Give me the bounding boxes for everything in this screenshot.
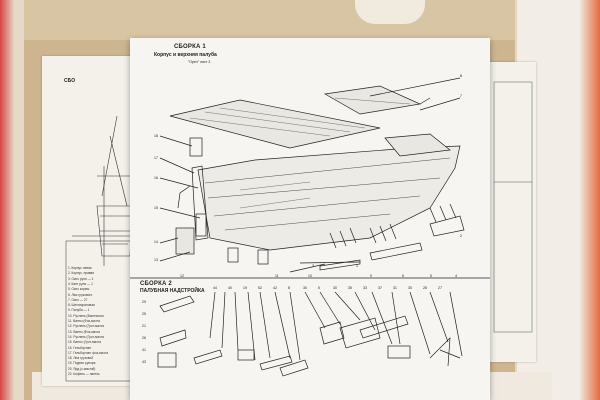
part-number-label: 26 [142, 336, 146, 340]
assembly-2-title: СБОРКА 2 [140, 281, 172, 287]
legend-line: 8. Шестикрановая [68, 303, 95, 308]
part-number-label: 4 [455, 274, 457, 278]
legend-line: 13. Ванты (Фок-мачта [68, 329, 101, 334]
assembly-1-title: СБОРКА 1 [174, 44, 206, 50]
part-number-label: 42 [273, 286, 277, 290]
part-number-label: 10 [308, 274, 312, 278]
legend-line: 5. Окно кормы [68, 287, 90, 292]
part-number-label: 21 [142, 324, 146, 328]
left-sheet-title: СБО [64, 78, 76, 84]
part-number-label: 43 [142, 360, 146, 364]
part-number-label: 35 [348, 286, 352, 290]
legend-line: 2. Корпус, правая [68, 271, 95, 276]
part-number-label: 2 [460, 234, 462, 238]
legend-line: 4. Кант руля — 1 [68, 281, 93, 286]
part-number-label: 30 [408, 286, 412, 290]
part-number-label: 9 [370, 274, 372, 278]
part-number-label: 29 [142, 300, 146, 304]
part-number-label: 25 [142, 312, 146, 316]
part-number-label: 40 [228, 286, 232, 290]
part-number-label: 30 [303, 286, 307, 290]
legend-line: 14. Руслень (Грот-мачта [68, 334, 104, 339]
part-number-label: 18 [154, 134, 158, 138]
legend-line: 18. Люк грузовой [68, 356, 93, 361]
legend-line: 17. Гельбортинг фок-мачта [68, 350, 108, 355]
legend-line: 10. Руслень (Висельная [68, 313, 104, 318]
part-number-label: 5 [430, 274, 432, 278]
part-number-label: 37 [378, 286, 382, 290]
part-number-label: 15 [154, 206, 158, 210]
box-right-edge [580, 0, 600, 400]
legend-line: 12. Руслень (Грот-мачта [68, 324, 104, 329]
part-number-label: 17 [154, 156, 158, 160]
legend-line: 6. Люк грузового [68, 292, 93, 297]
right-sheet-drawing [493, 81, 533, 333]
legend-line: 1. Корпус левая [68, 266, 92, 270]
plastic-bag [355, 0, 425, 24]
part-number-label: 13 [154, 258, 158, 262]
sheet-caption: "Орел" лист 3 [188, 60, 211, 64]
legend-line: 11. Ванты (Фок-мачта [68, 319, 100, 323]
part-number-label: 52 [258, 286, 262, 290]
legend-line: 3. Окно руля — 1 [68, 276, 94, 281]
part-number-label: 12 [180, 274, 184, 278]
legend-line: 20. Ярд (с-мачтой) [68, 366, 96, 371]
assembly-2-subtitle: ПАЛУБНАЯ НАДСТРОЙКА [140, 288, 205, 294]
legend-line: 19. Подвес рупора [68, 361, 96, 366]
part-number-label: 8 [460, 74, 462, 78]
part-number-label: 27 [438, 286, 442, 290]
box-left-edge [0, 0, 24, 400]
hull-exploded-drawing [130, 77, 490, 377]
part-number-label: 31 [393, 286, 397, 290]
main-instruction-sheet: СБОРКА 1 Корпус и верхняя палуба "Орел" … [130, 38, 490, 400]
part-number-label: 30 [333, 286, 337, 290]
part-number-label: 5 [318, 286, 320, 290]
assembly-1-subtitle: Корпус и верхняя палуба [154, 52, 217, 58]
part-number-label: 1 [356, 264, 358, 268]
part-number-label: 41 [142, 348, 146, 352]
legend-line: 22. Кофель — нагель [68, 372, 100, 376]
part-number-label: 6 [402, 274, 404, 278]
legend-line: 7. Окно — 27 [68, 297, 88, 302]
legend-line: 15. Ванты (Грот-мачта [68, 340, 101, 345]
part-number-label: 19 [243, 286, 247, 290]
part-number-label: 7 [460, 94, 462, 98]
part-number-label: 14 [154, 240, 158, 244]
part-number-label: 33 [363, 286, 367, 290]
part-number-label: 8 [288, 286, 290, 290]
part-number-label: 16 [154, 176, 158, 180]
box-back-wall [20, 0, 540, 40]
part-number-label: 28 [423, 286, 427, 290]
part-number-label: 3 [312, 264, 314, 268]
legend-line: 16. Гельбортинг [68, 345, 92, 350]
part-number-label: 44 [213, 286, 217, 290]
legend-line: 9. Палуба — 1 [68, 308, 90, 313]
part-number-label: 11 [275, 274, 279, 278]
